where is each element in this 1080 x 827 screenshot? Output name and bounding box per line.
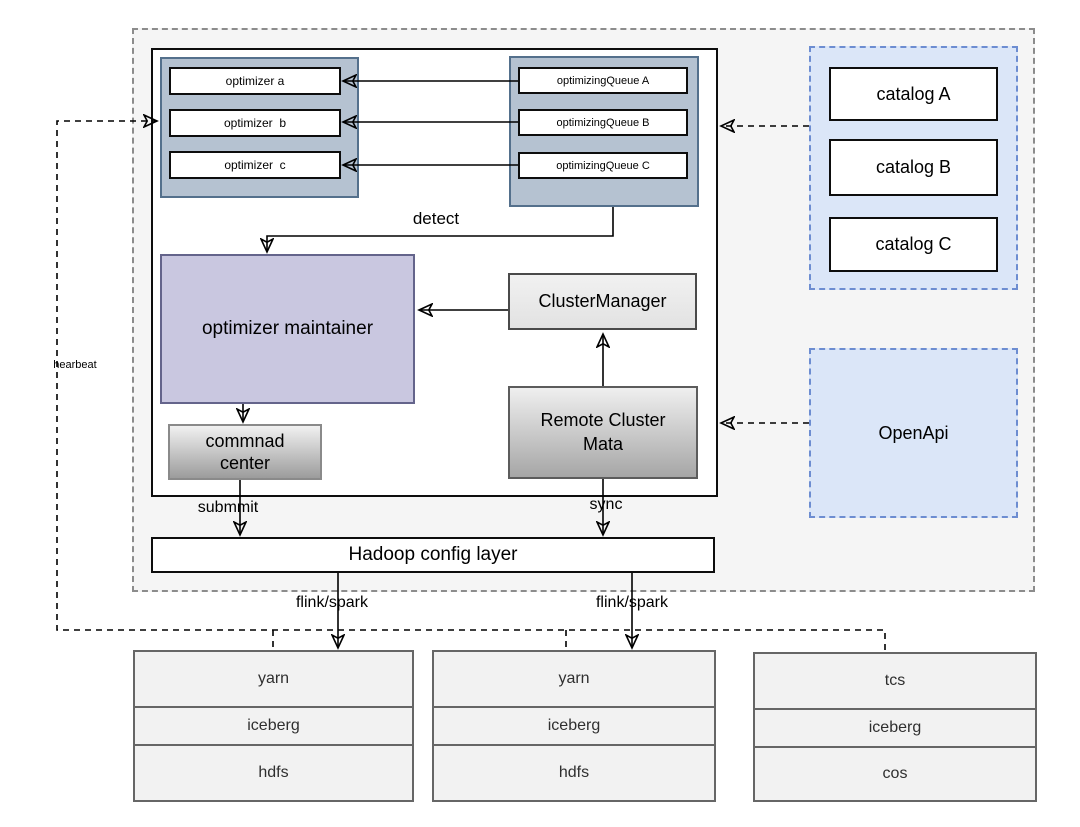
optimizing-queue-c-node: optimizingQueue C [518, 152, 688, 179]
optimizer-maintainer-node: optimizer maintainer [160, 254, 415, 404]
heartbeat-label: hearbeat [53, 359, 97, 371]
catalog-a-node: catalog A [829, 67, 998, 121]
cluster-row-yarn: yarn [434, 652, 714, 706]
cluster-row-tcs: tcs [755, 654, 1035, 708]
cluster-row-cos: cos [755, 748, 1035, 800]
cluster-row-iceberg: iceberg [135, 706, 412, 746]
optimizing-queue-a-node: optimizingQueue A [518, 67, 688, 94]
cluster-row-yarn: yarn [135, 652, 412, 706]
remote-cluster-meta-node: Remote Cluster Mata [508, 386, 698, 479]
optimizer-b-node: optimizer b [169, 109, 341, 137]
catalog-c-node: catalog C [829, 217, 998, 272]
detect-label: detect [412, 209, 460, 228]
optimizer-a-node: optimizer a [169, 67, 341, 95]
submit-label: submmit [197, 499, 259, 516]
openapi-panel: OpenApi [809, 348, 1018, 518]
cluster-row-iceberg: iceberg [434, 706, 714, 746]
cluster-stack-middle: yarn iceberg hdfs [432, 650, 716, 802]
flink-spark-label-left: flink/spark [295, 594, 369, 611]
sync-label: sync [589, 496, 623, 513]
optimizer-c-node: optimizer c [169, 151, 341, 179]
flink-spark-label-right: flink/spark [595, 594, 669, 611]
cluster-stack-left: yarn iceberg hdfs [133, 650, 414, 802]
command-center-node: commnad center [168, 424, 322, 480]
optimizing-queue-b-node: optimizingQueue B [518, 109, 688, 136]
cluster-row-hdfs: hdfs [434, 746, 714, 800]
hadoop-config-layer-node: Hadoop config layer [151, 537, 715, 573]
cluster-stack-right: tcs iceberg cos [753, 652, 1037, 802]
cluster-manager-node: ClusterManager [508, 273, 697, 330]
cluster-row-iceberg: iceberg [755, 708, 1035, 748]
catalog-b-node: catalog B [829, 139, 998, 196]
cluster-row-hdfs: hdfs [135, 746, 412, 800]
